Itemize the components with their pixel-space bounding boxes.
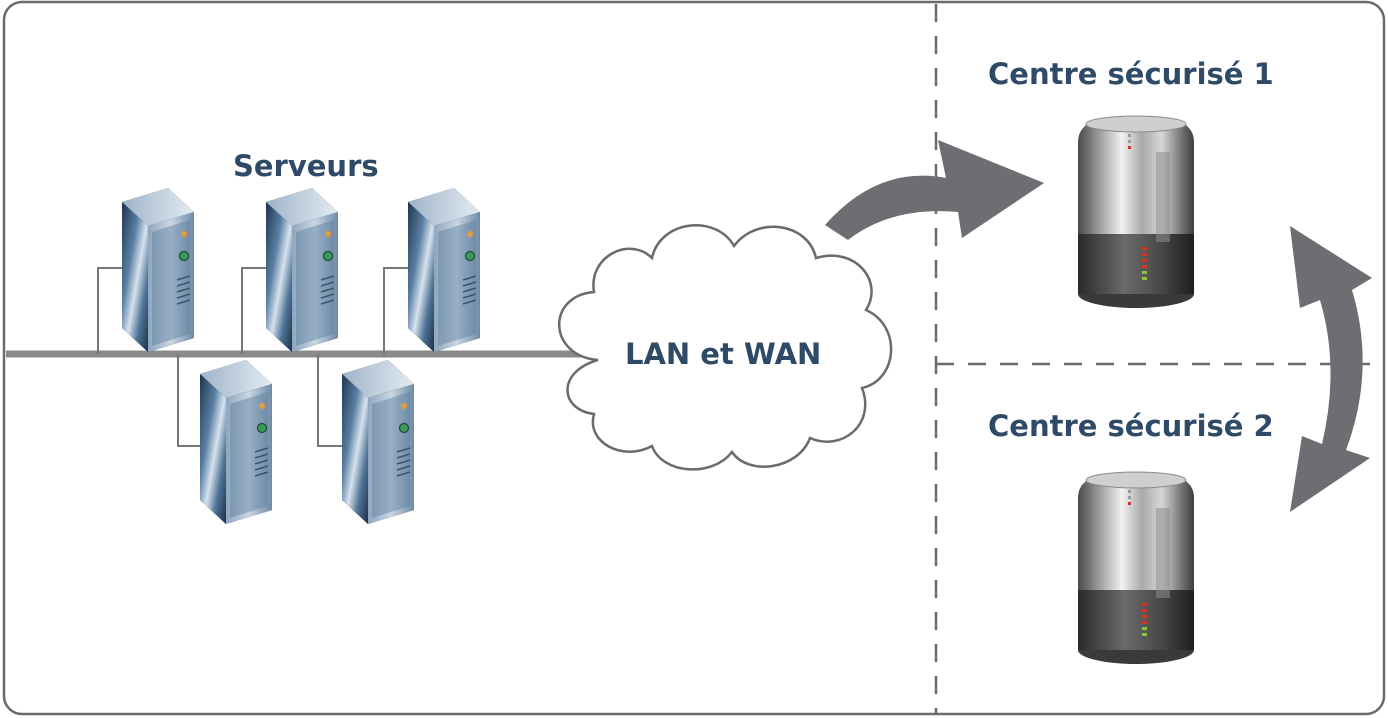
- center-1-label: Centre sécurisé 1: [988, 57, 1274, 91]
- server-icon: [407, 187, 481, 353]
- server-icon: [341, 359, 415, 525]
- server-connectors: [97, 267, 410, 447]
- server-icon: [121, 187, 195, 353]
- cloud-icon: [558, 224, 893, 471]
- servers-label: Serveurs: [233, 149, 379, 183]
- mainframe-icon: [1077, 471, 1195, 665]
- curved-arrow-icon: [825, 140, 1044, 240]
- double-arrow-icon: [1290, 226, 1372, 512]
- network-label: LAN et WAN: [625, 337, 822, 371]
- server-icon: [265, 187, 339, 353]
- server-icon: [199, 359, 273, 525]
- center-2-label: Centre sécurisé 2: [988, 409, 1274, 443]
- mainframe-icon: [1077, 115, 1195, 309]
